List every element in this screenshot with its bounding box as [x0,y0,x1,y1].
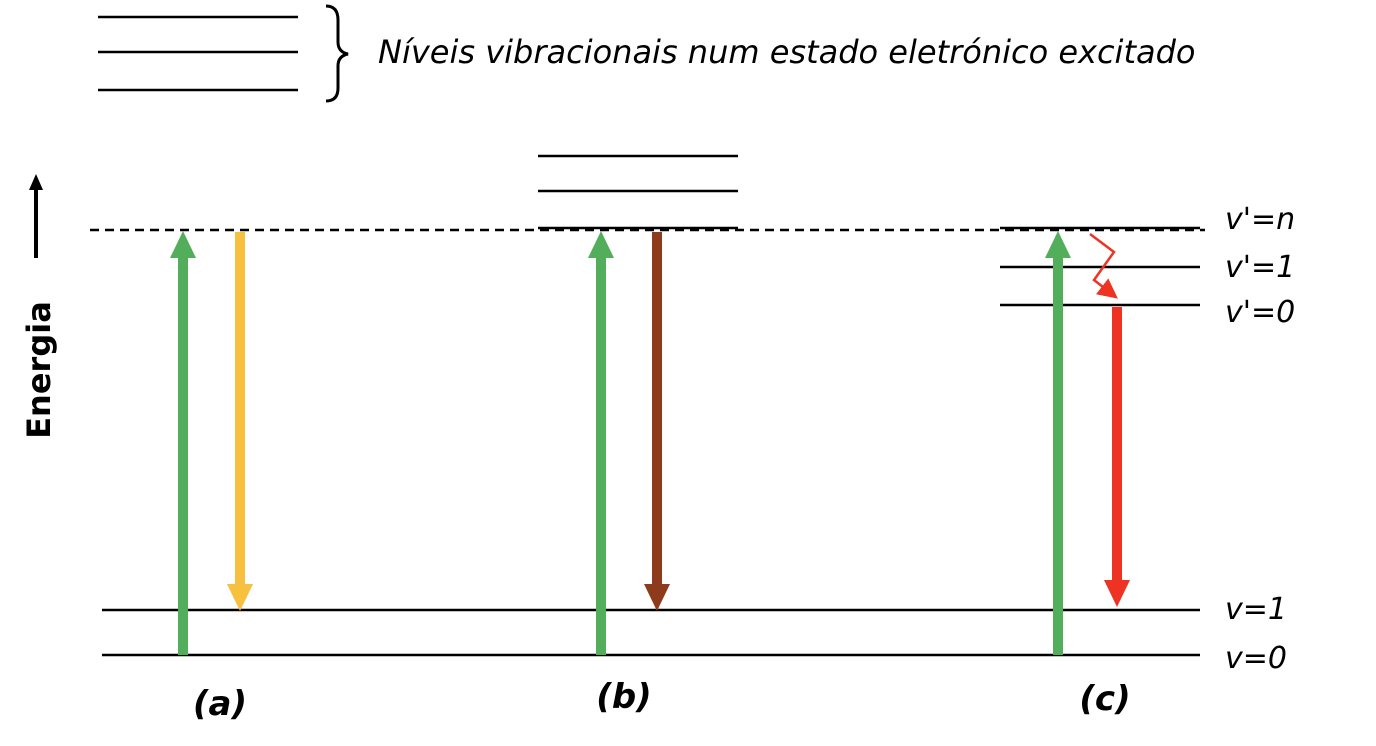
excitation-arrow-a [170,231,196,655]
excitation-arrow-c [1045,231,1071,655]
label-v1-prime: v'=1 [1225,250,1295,285]
label-v1: v=1 [1225,592,1287,627]
energy-arrow-icon [29,174,43,258]
curly-brace [325,4,349,103]
legend-levels [98,15,298,92]
excitation-arrow-b [588,231,614,655]
fluorescence-arrow-c [1104,307,1130,607]
panel-label-a: (a) [193,684,247,724]
panel-label-b: (b) [596,677,651,717]
raman-arrow-b [644,232,670,611]
relaxation-squiggle-arrow [1089,233,1118,299]
label-v0-prime: v'=0 [1225,295,1295,330]
panel-c-excited-levels [1000,226,1200,307]
legend-text: Níveis vibracionais num estado eletrónic… [378,33,1195,71]
energy-axis-label: Energia [20,301,58,439]
rayleigh-arrow-a [227,232,253,611]
panel-b-excited-levels [538,154,738,230]
label-v0: v=0 [1225,641,1287,676]
panel-label-c: (c) [1079,679,1130,719]
label-vn-prime: v'=n [1225,202,1295,237]
